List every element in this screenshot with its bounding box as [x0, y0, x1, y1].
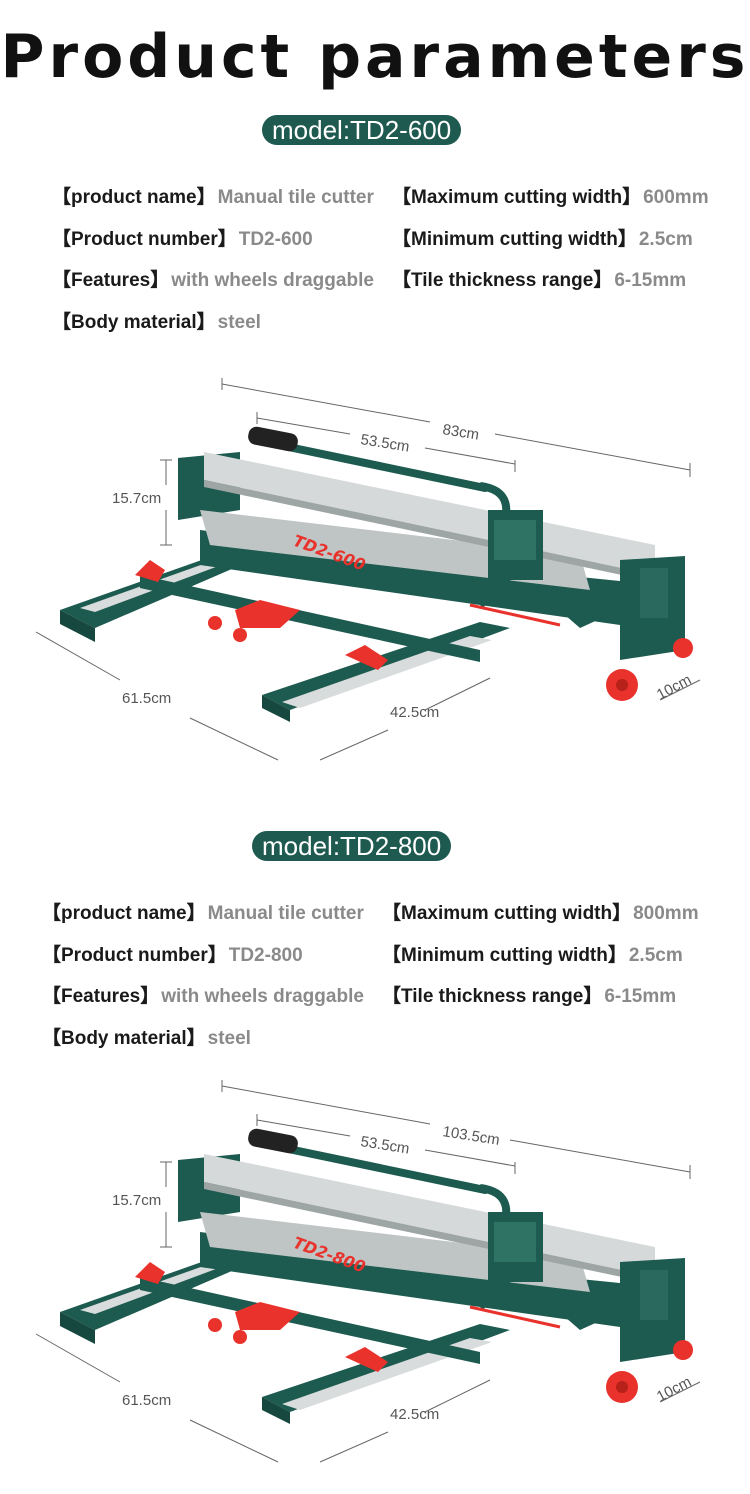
- dim-total-length: 103.5cm: [441, 1123, 500, 1149]
- spec-max-cutting-width: 【Maximum cutting width】600mm: [392, 187, 709, 208]
- dim-handle-length: 53.5cm: [359, 431, 410, 455]
- page-title: Product parameters: [0, 22, 750, 92]
- cutter-handle: [248, 1128, 543, 1310]
- dim-base-length: 61.5cm: [122, 1392, 171, 1409]
- dim-height: 15.7cm: [112, 490, 161, 507]
- dim-base-width: 42.5cm: [390, 1406, 439, 1423]
- spec-body-material: 【Body material】steel: [42, 1028, 251, 1049]
- spec-features: 【Features】with wheels draggable: [52, 270, 374, 291]
- cutter-handle: [248, 426, 543, 608]
- cutter-body: [178, 452, 685, 660]
- spec-body-material: 【Body material】steel: [52, 312, 261, 333]
- dim-height: 15.7cm: [112, 1192, 161, 1209]
- spec-tile-thickness: 【Tile thickness range】6-15mm: [392, 270, 687, 291]
- model-badge-td2-600: model:TD2-600: [262, 115, 462, 145]
- dim-wheel-height: 10cm: [654, 671, 694, 703]
- spec-product-name: 【product name】Manual tile cutter: [42, 903, 364, 924]
- dim-handle-length: 53.5cm: [359, 1133, 410, 1157]
- dim-base-length: 61.5cm: [122, 690, 171, 707]
- red-clamps: [135, 560, 693, 701]
- spec-tile-thickness: 【Tile thickness range】6-15mm: [382, 986, 677, 1007]
- spec-product-name: 【product name】Manual tile cutter: [52, 187, 374, 208]
- dim-base-width: 42.5cm: [390, 704, 439, 721]
- dim-total-length: 83cm: [441, 421, 480, 444]
- red-clamps: [135, 1262, 693, 1403]
- spec-min-cutting-width: 【Minimum cutting width】2.5cm: [392, 229, 693, 250]
- tile-cutter-figure-td2-600: 83cm 53.5cm 15.7cm 61.5cm 42.5cm 10cm TD…: [35, 378, 701, 761]
- base-frame: [60, 550, 510, 722]
- base-frame: [60, 1252, 510, 1424]
- spec-max-cutting-width: 【Maximum cutting width】800mm: [382, 903, 699, 924]
- dim-wheel-height: 10cm: [654, 1373, 694, 1405]
- spec-features: 【Features】with wheels draggable: [42, 986, 364, 1007]
- model-badge-td2-800: model:TD2-800: [252, 831, 452, 861]
- cutter-body: [178, 1154, 685, 1362]
- tile-cutter-figure-td2-800: 103.5cm 53.5cm 15.7cm 61.5cm 42.5cm 10cm…: [35, 1080, 701, 1463]
- spec-product-number: 【Product number】TD2-600: [52, 229, 313, 250]
- spec-min-cutting-width: 【Minimum cutting width】2.5cm: [382, 945, 683, 966]
- spec-product-number: 【Product number】TD2-800: [42, 945, 303, 966]
